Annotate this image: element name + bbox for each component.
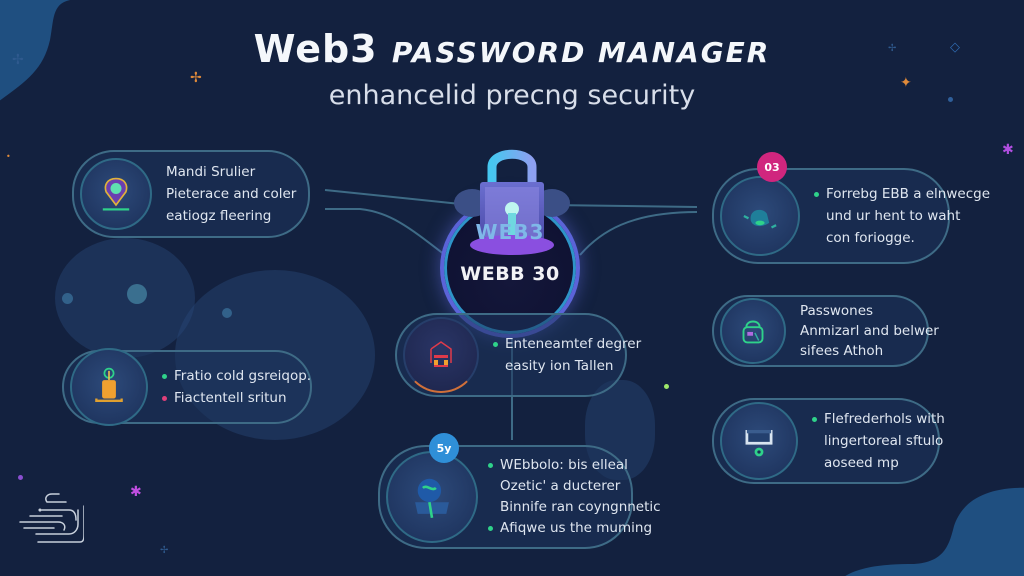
speed-lines-logo-icon: [19, 493, 84, 543]
sparkle-icon: ✢: [160, 545, 169, 556]
bg-dot: [62, 293, 73, 304]
title-main: Web3: [253, 27, 378, 71]
sparkle-icon: ✢: [12, 52, 24, 68]
globe-folder-icon: [386, 451, 478, 543]
feature-card-bottom-center[interactable]: WEbbolo: bis elleal Ozetic' a ducterer B…: [378, 445, 661, 549]
sparkle-icon: ✢: [190, 70, 202, 86]
bg-dot: [222, 308, 232, 318]
sparkle-icon: ✦: [900, 75, 912, 91]
card-bullet: Enteneamtef degrer: [493, 333, 641, 355]
card-line: lingertoreal sftulo: [824, 433, 944, 449]
location-pin-icon: [80, 158, 152, 230]
badge-top-right: 03: [757, 152, 787, 182]
card-line: sifees Athoh: [800, 343, 884, 359]
feature-card-mid-right[interactable]: Passwones Anmizarl and belwer sifees Ath…: [712, 295, 939, 367]
bullet-dot: [812, 416, 817, 422]
feature-card-bottom-right[interactable]: Flefrederhols with lingertoreal sftulo a…: [712, 398, 945, 484]
card-bullet: Fratio cold gsreiqop.: [162, 365, 311, 387]
bg-dot: [127, 284, 147, 304]
bullet-text: Fratio cold gsreiqop.: [174, 368, 312, 384]
title-rest: PASSWORD MANAGER: [391, 36, 771, 69]
bullet-text: Forrebg EBB a elnwecge: [826, 186, 991, 202]
bullet-text: Fiactentell sritun: [174, 390, 287, 406]
bg-dot: [664, 384, 669, 389]
bg-bubble: [55, 238, 195, 358]
card-line: Anmizarl and belwer: [800, 323, 939, 339]
card-line: Ozetic' a ducterer: [500, 478, 621, 494]
feature-card-mid-left[interactable]: Fratio cold gsreiqop. Fiactentell sritun: [62, 348, 312, 426]
card-line: eatiogz fleering: [166, 208, 272, 224]
bullet-dot: [493, 341, 498, 347]
card-line: Binnife ran coyngnnetic: [500, 499, 661, 515]
card-bullet: Fiactentell sritun: [162, 387, 311, 409]
bg-dot: [18, 475, 23, 480]
hub-label: WEBB 30: [460, 263, 560, 285]
card-text: Fratio cold gsreiqop. Fiactentell sritun: [162, 365, 311, 409]
card-line: und ur hent to waht: [826, 208, 961, 224]
card-text: Flefrederhols with lingertoreal sftulo a…: [812, 408, 945, 474]
card-line: con foriogge.: [826, 230, 915, 246]
bullet-text: Enteneamtef degrer: [505, 336, 642, 352]
sparkle-icon: ✢: [888, 43, 897, 54]
sparkle-icon: ✱: [1002, 142, 1014, 158]
card-line: Passwones: [800, 303, 874, 319]
card-line: Mandi Srulier: [166, 164, 256, 180]
gateway-icon: [403, 317, 479, 393]
card-bullet: Flefrederhols with: [812, 408, 945, 430]
chair-shield-icon: [720, 176, 800, 256]
bullet-dot: [814, 191, 819, 197]
bullet-dot: [162, 373, 167, 379]
card-bullet: Afiqwe us the muming: [488, 518, 661, 539]
padlock-fingerprint-icon: [720, 298, 786, 364]
badge-bottom-center: 5y: [429, 433, 459, 463]
bullet-text: WEbbolo: bis elleal: [500, 457, 628, 473]
card-text: Passwones Anmizarl and belwer sifees Ath…: [800, 301, 939, 361]
bullet-text: Flefrederhols with: [824, 411, 945, 427]
card-text: Mandi Srulier Pieterace and coler eatiog…: [166, 161, 296, 227]
bullet-text: Afiqwe us the muming: [500, 520, 653, 536]
corner-blob-bottom-right: [845, 487, 1024, 576]
sparkle-icon: •: [6, 152, 11, 161]
card-line: easity ion Tallen: [505, 358, 614, 374]
card-bullet: Forrebg EBB a elnwecge: [814, 183, 990, 205]
page-title: Web3 PASSWORD MANAGER: [0, 27, 1024, 71]
device-tray-icon: [720, 402, 798, 480]
card-line: aoseed mp: [824, 455, 899, 471]
feature-card-top-right[interactable]: Forrebg EBB a elnwecge und ur hent to wa…: [712, 168, 990, 264]
lock-text: WEB3: [475, 220, 545, 244]
bullet-dot: [488, 525, 493, 531]
sparkle-icon: ◇: [950, 40, 960, 55]
card-line: Pieterace and coler: [166, 186, 297, 202]
candle-key-icon: [70, 348, 148, 426]
padlock-icon: [454, 149, 570, 255]
corner-blob-top-left: [0, 0, 90, 101]
bullet-dot: [488, 462, 493, 468]
bg-dot: [948, 97, 953, 102]
bullet-dot: [162, 395, 167, 401]
card-text: WEbbolo: bis elleal Ozetic' a ducterer B…: [488, 455, 661, 539]
sparkle-icon: ✱: [130, 484, 142, 500]
feature-card-center[interactable]: Enteneamtef degrer easity ion Tallen: [395, 313, 641, 397]
card-text: Forrebg EBB a elnwecge und ur hent to wa…: [814, 183, 990, 249]
card-bullet: WEbbolo: bis elleal: [488, 455, 661, 476]
feature-card-top-left[interactable]: Mandi Srulier Pieterace and coler eatiog…: [72, 150, 310, 238]
page-subtitle: enhancelid precng security: [328, 80, 696, 111]
card-text: Enteneamtef degrer easity ion Tallen: [493, 333, 641, 377]
